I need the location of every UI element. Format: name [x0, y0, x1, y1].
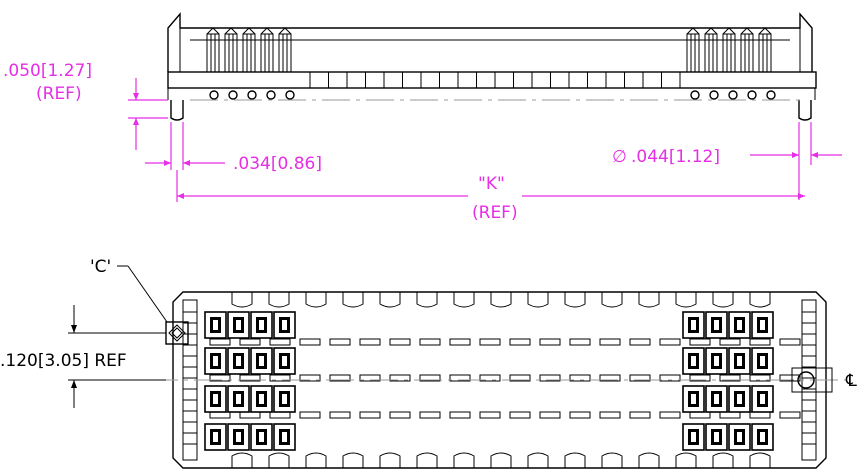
top-view-housing: [172, 291, 827, 469]
svg-text:(REF): (REF): [36, 84, 82, 104]
solder-tails: [209, 90, 776, 100]
svg-text:(REF): (REF): [472, 203, 518, 223]
contact-slots: [209, 338, 801, 419]
castellation-bottom: [231, 452, 771, 468]
post-left: [170, 100, 184, 121]
dimension-row-pitch: .120[3.05] REF: [0, 305, 166, 408]
callout-feature-c: 'C': [90, 257, 168, 323]
svg-text:.044[1.12]: .044[1.12]: [631, 147, 720, 167]
contact-blocks: [204, 311, 774, 451]
side-view: [167, 12, 817, 121]
svg-text:∅: ∅: [612, 147, 627, 167]
svg-text:.050[1.27]: .050[1.27]: [3, 61, 92, 81]
svg-text:"K": "K": [478, 174, 505, 194]
svg-text:.120[3.05] REF: .120[3.05] REF: [0, 351, 127, 371]
side-view-housing: [167, 12, 813, 72]
dimension-lead-height: .050[1.27] (REF): [3, 61, 168, 150]
side-view-base: [167, 71, 817, 89]
centerline-symbol: ℄: [845, 371, 857, 391]
side-view-contacts-left: [206, 27, 292, 73]
dimension-lead-width: .034[0.86]: [145, 122, 322, 174]
dimension-length-k: "K" (REF): [176, 170, 805, 223]
svg-text:'C': 'C': [90, 257, 111, 277]
dimension-post-diameter: ∅ .044[1.12]: [612, 122, 842, 200]
castellation-top: [231, 292, 771, 308]
post-right: [798, 100, 812, 121]
svg-text:.034[0.86]: .034[0.86]: [233, 154, 322, 174]
locating-pin: [797, 371, 815, 389]
top-view: [150, 291, 846, 469]
side-view-contacts-right: [686, 27, 772, 73]
